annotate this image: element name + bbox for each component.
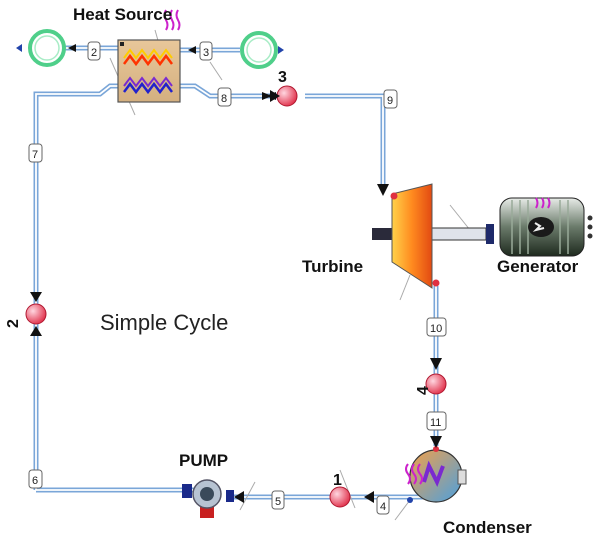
svg-text:3: 3 bbox=[203, 47, 209, 59]
node-1-label: 1 bbox=[333, 472, 342, 489]
diagram-title: Simple Cycle bbox=[100, 310, 228, 335]
node-4-label: 4 bbox=[415, 386, 432, 395]
heat-source[interactable] bbox=[117, 9, 181, 103]
arrow-icon bbox=[430, 436, 442, 448]
svg-text:8: 8 bbox=[221, 93, 227, 105]
pump[interactable] bbox=[182, 479, 234, 518]
svg-text:6: 6 bbox=[32, 475, 38, 487]
stream-tag[interactable]: 3 bbox=[199, 41, 213, 61]
stream-tag[interactable]: 9 bbox=[383, 89, 398, 109]
arrow-icon bbox=[188, 46, 196, 54]
turbine-label: Turbine bbox=[302, 257, 363, 276]
ring-source-right-icon[interactable] bbox=[240, 31, 284, 69]
pipes bbox=[33, 45, 439, 500]
node-1-marker[interactable] bbox=[329, 486, 351, 508]
heat-waves-icon bbox=[535, 197, 551, 209]
arrow-icon bbox=[377, 184, 389, 196]
svg-text:10: 10 bbox=[430, 323, 442, 335]
condenser[interactable] bbox=[405, 446, 467, 503]
svg-text:4: 4 bbox=[380, 501, 386, 513]
arrow-icon bbox=[430, 358, 442, 370]
condenser-label: Condenser bbox=[443, 518, 532, 537]
generator-label: Generator bbox=[497, 257, 579, 276]
pump-label: PUMP bbox=[179, 451, 228, 470]
stream-tag[interactable]: 8 bbox=[217, 87, 232, 107]
svg-text:5: 5 bbox=[275, 496, 281, 508]
arrow-icon bbox=[68, 44, 76, 52]
node-3-label: 3 bbox=[278, 69, 287, 86]
stream-tag[interactable]: 4 bbox=[376, 495, 390, 515]
stream-tag[interactable]: 10 bbox=[426, 317, 447, 337]
arrow-icon bbox=[234, 491, 244, 503]
heat-waves-icon bbox=[405, 463, 423, 485]
stream-tag[interactable]: 2 bbox=[87, 41, 101, 61]
node-3-marker[interactable] bbox=[270, 85, 298, 107]
stream-tag[interactable]: 6 bbox=[28, 469, 43, 489]
heat-waves-icon bbox=[163, 9, 181, 31]
stream-tag[interactable]: 7 bbox=[28, 143, 43, 163]
generator[interactable] bbox=[499, 197, 593, 257]
svg-text:7: 7 bbox=[32, 149, 38, 161]
svg-text:2: 2 bbox=[91, 47, 97, 59]
heat-source-label: Heat Source bbox=[73, 5, 172, 24]
svg-text:11: 11 bbox=[430, 417, 441, 429]
node-2-marker[interactable] bbox=[25, 292, 47, 336]
svg-text:9: 9 bbox=[387, 95, 393, 107]
ring-source-left-icon[interactable] bbox=[16, 29, 66, 67]
node-2-label: 2 bbox=[5, 319, 22, 328]
turbine[interactable] bbox=[372, 183, 494, 289]
stream-tag[interactable]: 5 bbox=[271, 490, 285, 510]
stream-tag[interactable]: 11 bbox=[426, 411, 447, 431]
arrow-icon bbox=[364, 491, 374, 503]
node-4-marker[interactable] bbox=[425, 373, 447, 395]
